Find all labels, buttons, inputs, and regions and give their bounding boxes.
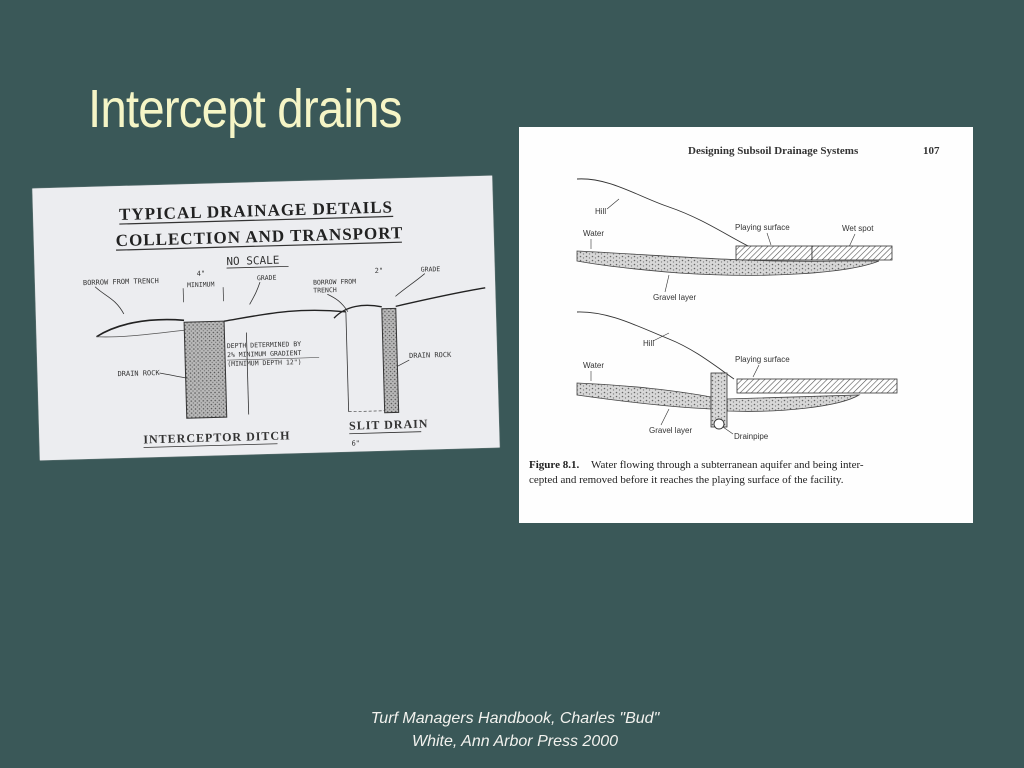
hill-profile-bottom bbox=[576, 311, 735, 380]
interceptor-ditch-rock bbox=[183, 320, 228, 419]
playing-surface-label-bottom: Playing surface bbox=[735, 355, 790, 364]
figure-caption-line2: cepted and removed before it reaches the… bbox=[529, 474, 844, 486]
drainage-details-figure: TYPICAL DRAINAGE DETAILS COLLECTION AND … bbox=[32, 175, 500, 461]
slit-drain-label: SLIT DRAIN bbox=[349, 417, 429, 433]
two-inch-label: 2" bbox=[375, 267, 384, 275]
wet-spot-label: Wet spot bbox=[842, 224, 874, 233]
grade-label-1: GRADE bbox=[257, 274, 277, 283]
figure-caption-line1: Water flowing through a subterranean aqu… bbox=[591, 459, 864, 471]
drain-rock-label-1: DRAIN ROCK bbox=[117, 369, 160, 378]
interceptor-ditch-label: INTERCEPTOR DITCH bbox=[143, 428, 290, 446]
gravel-layer-label-bottom: Gravel layer bbox=[649, 426, 692, 435]
gravel-layer-bottom-right bbox=[726, 394, 861, 412]
drainpipe-circle bbox=[713, 418, 725, 430]
hill-label-bottom: Hill bbox=[643, 339, 654, 348]
borrow-from-trench-label: BORROW FROM TRENCH bbox=[83, 277, 159, 287]
wet-spot-area bbox=[811, 245, 893, 261]
source-caption-line2: White, Ann Arbor Press 2000 bbox=[411, 733, 619, 750]
page-number: 107 bbox=[923, 145, 940, 157]
trench-label-2: TRENCH bbox=[313, 286, 337, 295]
gravel-layer-label-top: Gravel layer bbox=[653, 293, 696, 302]
water-label-top: Water bbox=[583, 229, 604, 238]
six-inch-label: 6" bbox=[351, 439, 360, 447]
hill-profile-top bbox=[576, 178, 755, 250]
minimum-4in-label: 4" bbox=[197, 270, 206, 278]
depth-label-1: DEPTH DETERMINED BY bbox=[227, 340, 302, 350]
source-caption: Turf Managers Handbook, Charles "Bud" Wh… bbox=[340, 707, 690, 753]
subsoil-drainage-figure: Designing Subsoil Drainage Systems 107 H… bbox=[519, 127, 973, 523]
slit-drain-rock bbox=[381, 307, 400, 414]
depth-label-2: 2% MINIMUM GRADIENT bbox=[227, 349, 302, 359]
grade-label-2: GRADE bbox=[421, 265, 441, 274]
depth-label-3: (MINIMUM DEPTH 12") bbox=[227, 358, 302, 368]
playing-surface-top bbox=[735, 245, 813, 261]
hill-label-top: Hill bbox=[595, 207, 606, 216]
figure-number: Figure 8.1. bbox=[529, 459, 579, 471]
borrow-from-label-2: BORROW FROM bbox=[313, 277, 356, 286]
slide-title: Intercept drains bbox=[88, 79, 402, 139]
source-caption-line1: Turf Managers Handbook, Charles "Bud" bbox=[370, 710, 660, 727]
subsoil-drainage-drawing: Designing Subsoil Drainage Systems 107 H… bbox=[529, 145, 940, 486]
drainage-details-drawing: TYPICAL DRAINAGE DETAILS COLLECTION AND … bbox=[83, 197, 486, 448]
gravel-layer-top bbox=[576, 250, 880, 276]
playing-surface-label-top: Playing surface bbox=[735, 223, 790, 232]
page-header: Designing Subsoil Drainage Systems bbox=[688, 145, 859, 157]
water-label-bottom: Water bbox=[583, 361, 604, 370]
minimum-label: MINIMUM bbox=[187, 280, 215, 289]
drain-rock-label-2: DRAIN ROCK bbox=[409, 351, 452, 360]
gravel-layer-bottom bbox=[576, 382, 712, 410]
playing-surface-bottom bbox=[736, 378, 898, 394]
no-scale-label: NO SCALE bbox=[226, 254, 279, 268]
drainpipe-label: Drainpipe bbox=[734, 432, 769, 441]
